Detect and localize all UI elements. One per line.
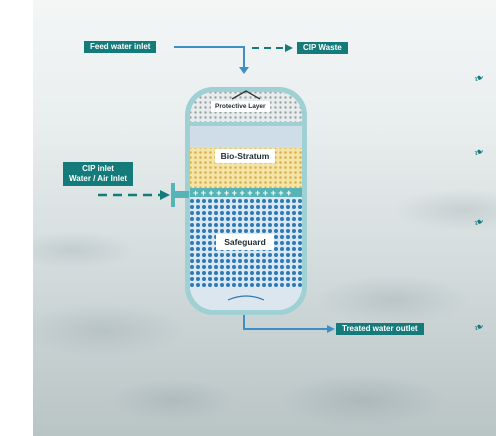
feed-inlet-arrow (239, 67, 249, 74)
diagram-panel: + + + + + + + + + + + + + Feed water inl… (33, 0, 496, 436)
cip-inlet-line2: Water / Air Inlet (69, 174, 128, 183)
bottom-nozzle (227, 295, 265, 301)
cip-waste-arrow (285, 44, 293, 52)
feed-water-inlet-label: Feed water inlet (84, 41, 157, 53)
protective-layer-label: Protective Layer (211, 101, 270, 112)
treated-outlet-arrow (327, 325, 335, 333)
filter-vessel-diagram: + + + + + + + + + + + + + (98, 44, 335, 333)
cip-distribution-band (190, 188, 302, 197)
cip-inlet-arrow (160, 190, 170, 200)
safeguard-label: Safeguard (216, 234, 274, 250)
plus-marks: + + + + + + + + + + + + + (193, 188, 291, 198)
cip-inlet-line1: CIP inlet (82, 164, 114, 173)
treated-water-outlet-label: Treated water outlet (336, 323, 424, 335)
top-distributor (231, 90, 261, 100)
cip-inlet-pipe (175, 191, 189, 198)
svg-text:+ + + + + + + + + + + + +: + + + + + + + + + + + + + (193, 188, 291, 198)
cip-waste-label: CIP Waste (297, 42, 348, 54)
cip-inlet-label: CIP inlet Water / Air Inlet (63, 162, 134, 186)
bio-stratum-label: Bio-Stratum (215, 149, 275, 163)
